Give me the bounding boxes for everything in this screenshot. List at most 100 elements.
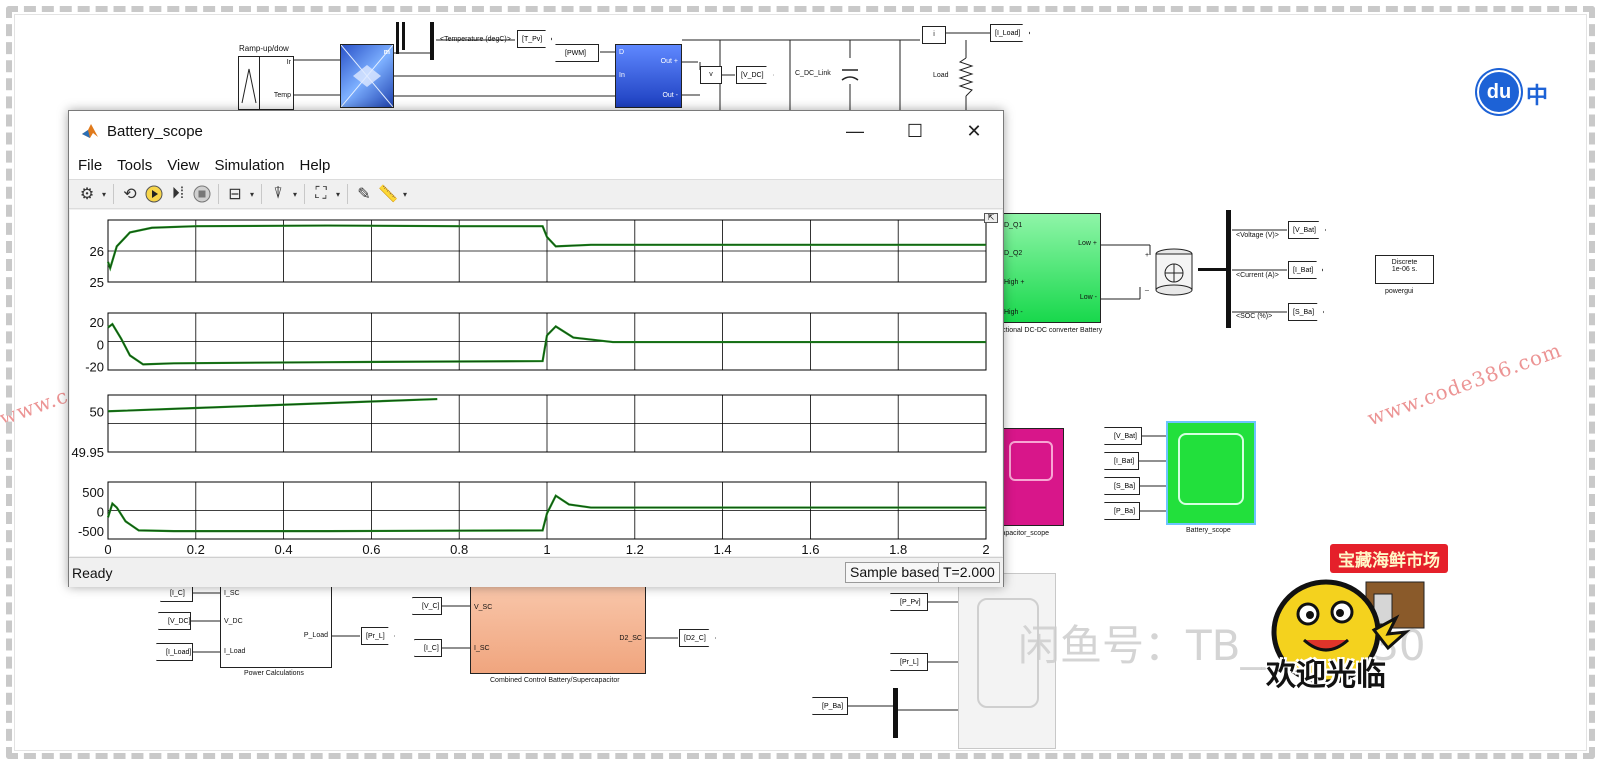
- goto-pr-l[interactable]: [Pr_L]: [361, 627, 395, 645]
- pc-port-i-load: I_Load: [224, 648, 246, 655]
- scope-title-bar[interactable]: Battery_scope — ☐ ✕: [69, 111, 1003, 151]
- y-tick-label: -500: [78, 524, 104, 539]
- goto-i-bat[interactable]: [I_Bat]: [1288, 261, 1324, 279]
- x-tick-label: 0.6: [362, 542, 380, 556]
- battery-voltage-signal: <Voltage (V)>: [1236, 232, 1279, 239]
- mascot-fish-icon: [1271, 579, 1425, 685]
- voltage-measurement-label: v: [709, 71, 713, 78]
- chevron-down-icon[interactable]: ▾: [402, 189, 407, 199]
- boost-port-d: D: [619, 49, 625, 56]
- matlab-logo-icon: [82, 124, 98, 138]
- conv-port-low-plus: Low +: [1078, 240, 1097, 247]
- battery-block[interactable]: [1152, 248, 1196, 296]
- ramp-waveform-icon: [241, 68, 257, 104]
- battery-scope-block[interactable]: [1166, 421, 1256, 525]
- battery-soc-signal: <SOC (%)>: [1236, 313, 1273, 320]
- chevron-down-icon[interactable]: ▾: [249, 189, 254, 199]
- highlight-block-icon[interactable]: ⊟: [228, 186, 242, 203]
- goto-d2-c[interactable]: [D2_C]: [679, 629, 716, 647]
- y-tick-label: 26: [90, 244, 104, 259]
- run-icon[interactable]: [142, 182, 166, 206]
- current-measurement-block[interactable]: i: [922, 26, 946, 44]
- stop-icon[interactable]: [190, 182, 214, 206]
- current-measurement-label: i: [933, 31, 935, 38]
- powergui-step: 1e-06 s.: [1391, 266, 1418, 273]
- gear-icon[interactable]: ⚙: [79, 186, 95, 203]
- chevron-down-icon[interactable]: ▾: [335, 189, 340, 199]
- y-tick-label: 50: [90, 404, 104, 419]
- powergui-caption: powergui: [1385, 288, 1414, 295]
- chevron-down-icon[interactable]: ▾: [292, 189, 297, 199]
- y-tick-label: 20: [90, 315, 104, 330]
- chevron-down-icon[interactable]: ▾: [101, 189, 106, 199]
- status-text: Ready: [72, 565, 113, 581]
- boost-port-out-minus: Out -: [662, 92, 678, 99]
- scope-status-bar: Ready Sample based T=2.000: [69, 557, 1003, 587]
- voltage-measurement-block[interactable]: v: [700, 66, 722, 84]
- toolbar-separator: [261, 184, 262, 204]
- supercapacitor-scope-block[interactable]: [1000, 428, 1064, 526]
- power-calculations-block[interactable]: I_SC V_DC I_Load P_Load: [220, 580, 332, 668]
- battery-converter-caption: rectional DC-DC converter Battery: [996, 327, 1103, 334]
- logo-text: 中: [1526, 83, 1549, 108]
- from-v-bat[interactable]: [V_Bat]: [1104, 427, 1142, 445]
- battery-scope-window[interactable]: Battery_scope — ☐ ✕ File Tools View Simu…: [68, 110, 1004, 587]
- sim-time-indicator: T=2.000: [938, 562, 1000, 583]
- toolbar-separator: [113, 184, 114, 204]
- combined-control-caption: Combined Control Battery/Supercapacitor: [490, 677, 620, 684]
- restore-layout-icon[interactable]: ⇱: [984, 213, 998, 223]
- cc-port-d2-sc: D2_SC: [619, 635, 642, 642]
- boost-converter-block[interactable]: D In Out + Out -: [615, 44, 682, 108]
- measurement-icon[interactable]: 📏: [378, 186, 398, 203]
- bus-selector[interactable]: [430, 22, 434, 60]
- menu-view[interactable]: View: [167, 156, 200, 174]
- step-forward-icon[interactable]: ⏵⁞: [171, 185, 185, 202]
- menu-simulation[interactable]: Simulation: [214, 156, 285, 174]
- close-button[interactable]: ✕: [962, 120, 986, 142]
- battery-dcdc-converter-block[interactable]: D_Q1 D_Q2 High + High - Low + Low -: [1000, 213, 1101, 323]
- style-icon[interactable]: ✎: [357, 186, 371, 203]
- power-scope-block[interactable]: [958, 573, 1056, 749]
- restart-icon[interactable]: ⟲: [123, 186, 137, 203]
- goto-v-bat[interactable]: [V_Bat]: [1288, 221, 1326, 239]
- plot-line-core-4: [107, 495, 986, 532]
- y-tick-label: 500: [82, 485, 104, 500]
- conv-port-low-minus: Low -: [1079, 294, 1097, 301]
- powergui-block[interactable]: Discrete 1e-06 s.: [1375, 255, 1434, 284]
- battery-current-signal: <Current (A)>: [1236, 272, 1279, 279]
- pv-array-block[interactable]: m: [340, 44, 394, 108]
- minimize-button[interactable]: —: [843, 120, 867, 142]
- goto-t-pv[interactable]: [T_Pv]: [517, 30, 553, 48]
- pc-port-v-dc: V_DC: [224, 618, 243, 625]
- cursor-measure-icon[interactable]: ⍒: [273, 185, 283, 202]
- ramp-block[interactable]: [238, 56, 260, 110]
- battery-bus-out: [1198, 268, 1226, 271]
- port-temp: Temp: [273, 92, 291, 99]
- menu-help[interactable]: Help: [299, 156, 331, 174]
- welcome-text: 欢迎光临: [1266, 658, 1386, 693]
- bus-line: [396, 22, 399, 54]
- powergui-mode: Discrete: [1391, 259, 1418, 266]
- pc-port-i-sc: I_SC: [224, 590, 240, 597]
- zoom-fit-icon[interactable]: ⛶: [315, 185, 327, 202]
- goto-v-dc[interactable]: [V_DC]: [736, 66, 774, 84]
- battery-bus-selector[interactable]: [1226, 210, 1231, 328]
- goto-i-load[interactable]: [I_Load]: [990, 24, 1031, 42]
- maximize-button[interactable]: ☐: [903, 120, 927, 142]
- goto-s-ba[interactable]: [S_Ba]: [1288, 303, 1325, 321]
- menu-tools[interactable]: Tools: [117, 156, 153, 174]
- cc-port-i-sc: I_SC: [474, 645, 490, 652]
- combined-control-block[interactable]: V_SC I_SC D2_SC: [470, 582, 646, 674]
- x-tick-label: 1.8: [889, 542, 907, 556]
- power-mux[interactable]: [893, 688, 898, 738]
- x-tick-label: 0.8: [450, 542, 468, 556]
- scope-toolbar: ⚙ ▾ ⟲ ⏵⁞ ⊟ ▾ ⍒ ▾ ⛶ ▾ ✎ 📏 ▾: [69, 179, 1003, 209]
- battery-plus: +: [1145, 252, 1150, 259]
- bus-line: [402, 22, 405, 50]
- menu-file[interactable]: File: [78, 156, 103, 174]
- sample-mode-indicator: Sample based: [845, 562, 945, 583]
- toolbar-separator: [304, 184, 305, 204]
